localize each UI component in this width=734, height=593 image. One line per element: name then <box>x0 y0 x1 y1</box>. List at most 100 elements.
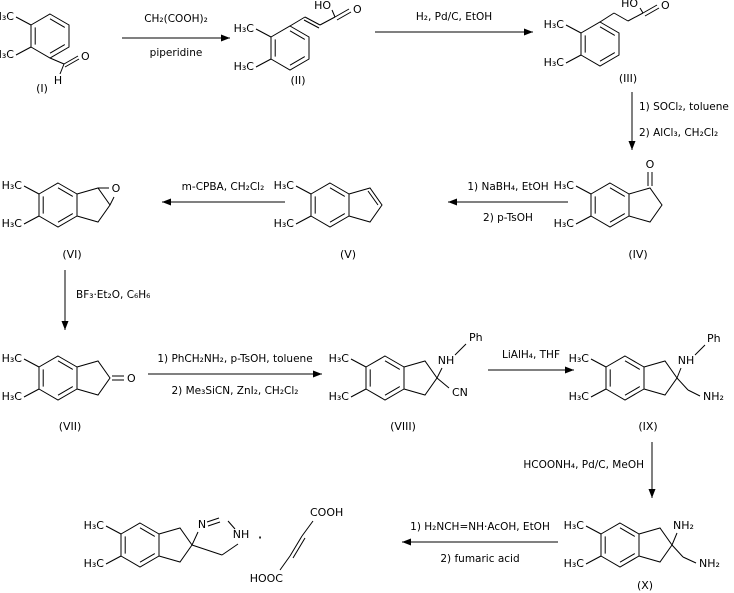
atom-label-methyl: H₃C <box>84 519 105 532</box>
structure-vi: H₃C H₃C O (VI) <box>2 179 121 261</box>
atom-label-methyl: H₃C <box>0 10 14 23</box>
atom-label-methyl: H₃C <box>2 390 23 403</box>
structure-ix: H₃C H₃C NH Ph NH₂ (IX) <box>569 332 724 433</box>
atom-label-methyl: H₃C <box>564 557 585 570</box>
atom-label-methyl: H₃C <box>274 179 295 192</box>
atom-label-methyl: H₃C <box>329 390 350 403</box>
benzene-ring <box>605 355 645 401</box>
atom-label-methyl: H₃C <box>564 519 585 532</box>
reagent-step8: LiAlH₄, THF <box>502 349 560 361</box>
benzene-ring <box>590 182 630 228</box>
structure-vii: H₃C H₃C O (VII) <box>2 352 136 433</box>
structure-x: H₃C H₃C NH₂ NH₂ (X) <box>564 519 720 592</box>
atom-label-methyl: H₃C <box>569 352 590 365</box>
structure-label-iii: (III) <box>619 72 637 85</box>
atom-label-methyl: H₃C <box>274 217 295 230</box>
atom-label-methyl: H₃C <box>544 56 565 69</box>
atom-label-oxygen: O <box>646 158 655 171</box>
atom-label-oxygen: O <box>112 182 121 195</box>
atom-label-methyl: H₃C <box>554 179 575 192</box>
methyl-bonds <box>23 185 40 225</box>
benzene-ring <box>38 355 78 401</box>
structure-label-x: (X) <box>637 579 653 592</box>
atom-label-hooc: HOOC <box>250 572 284 585</box>
cyclopentane-ring <box>403 360 438 396</box>
atom-label-methyl: H₃C <box>329 352 350 365</box>
arrow-iv-to-v: 1) NaBH₄, EtOH 2) p-TsOH <box>448 181 568 224</box>
arrow-iii-to-iv: 1) SOCl₂, toluene 2) AlCl₃, CH₂Cl₂ <box>628 92 729 150</box>
reagent-step1-bottom: piperidine <box>150 47 203 59</box>
atom-label-methyl: H₃C <box>2 217 23 230</box>
structure-v: H₃C H₃C (V) <box>274 179 383 261</box>
atom-label-amine-nh: NH <box>438 354 455 367</box>
structure-label-viii: (VIII) <box>390 420 416 433</box>
methyl-bonds <box>295 185 312 225</box>
atom-label-oxygen: O <box>81 50 90 63</box>
reagent-step10-line2: 2) fumaric acid <box>440 553 519 565</box>
structure-fumaric-acid: COOH HOOC <box>250 506 344 585</box>
structure-viii: H₃C H₃C NH Ph CN (VIII) <box>329 331 483 433</box>
atom-label-methyl: H₃C <box>2 352 23 365</box>
atom-label-oxygen: O <box>127 372 136 385</box>
arrow-vi-to-vii: BF₃·Et₂O, C₆H₆ <box>61 270 150 330</box>
structure-label-ii: (II) <box>290 74 305 87</box>
atom-label-hydroxyl: HO <box>621 0 638 10</box>
reagent-step7-line1: 1) PhCH₂NH₂, p-TsOH, toluene <box>157 353 312 365</box>
benzene-ring <box>600 522 640 568</box>
arrow-ii-to-iii: H₂, Pd/C, EtOH <box>375 11 533 36</box>
reagent-step6: BF₃·Et₂O, C₆H₆ <box>76 289 150 301</box>
atom-label-methyl: H₃C <box>569 390 590 403</box>
atom-label-cooh: COOH <box>310 506 343 519</box>
cyclopentene-ring <box>348 187 383 223</box>
structure-final-spiro-imidazoline: H₃C H₃C N NH <box>84 517 250 570</box>
atom-label-methyl: H₃C <box>2 179 23 192</box>
arrow-v-to-vi: m-CPBA, CH₂Cl₂ <box>162 181 285 206</box>
benzene-ring <box>30 13 70 59</box>
salt-dot-label: · <box>257 528 262 547</box>
structure-label-vi: (VI) <box>62 248 81 261</box>
benzene-ring <box>120 522 160 568</box>
atom-label-hydroxyl: HO <box>314 0 331 12</box>
methyl-bonds <box>255 28 272 68</box>
cyclopentane-ring <box>643 360 678 396</box>
cyclopentane-ring <box>76 187 111 223</box>
atom-label-ring-nh: NH <box>233 528 250 541</box>
arrow-viii-to-ix: LiAlH₄, THF <box>488 349 574 374</box>
atom-label-methyl: H₃C <box>234 22 255 35</box>
arrow-ix-to-x: HCOONH₄, Pd/C, MeOH <box>523 442 656 498</box>
atom-label-phenyl: Ph <box>707 332 721 345</box>
atom-label-imine-n: N <box>198 518 206 531</box>
arrow-vii-to-viii: 1) PhCH₂NH₂, p-TsOH, toluene 2) Me₃SiCN,… <box>148 353 322 397</box>
arrow-x-to-final: 1) H₂NCH=NH·AcOH, EtOH 2) fumaric acid <box>402 521 558 565</box>
benzene-ring <box>580 21 620 67</box>
atom-label-oxygen: O <box>661 0 670 12</box>
methyl-bonds <box>23 358 40 398</box>
reagent-step4-line1: 1) NaBH₄, EtOH <box>467 181 548 193</box>
atom-label-methyl: H₃C <box>544 18 565 31</box>
atom-label-methyl: H₃C <box>234 60 255 73</box>
atom-label-amine-nh2: NH₂ <box>703 390 724 403</box>
methyl-bonds <box>590 358 607 398</box>
structure-label-i: (I) <box>36 82 48 95</box>
benzene-ring <box>270 25 310 71</box>
benzene-ring <box>365 355 405 401</box>
methyl-bonds <box>585 525 602 565</box>
cyclopentane-ring <box>158 527 193 563</box>
structure-label-vii: (VII) <box>59 420 82 433</box>
atom-label-amine-nh: NH <box>678 354 695 367</box>
cyclopentane-ring <box>638 527 673 563</box>
atom-label-amine-nh2: NH₂ <box>699 557 720 570</box>
atom-label-methyl: H₃C <box>0 48 14 61</box>
benzene-ring <box>38 182 78 228</box>
structure-label-v: (V) <box>340 248 356 261</box>
atom-label-nitrile: CN <box>452 386 468 399</box>
arrow-i-to-ii: CH₂(COOH)₂ piperidine <box>122 13 230 59</box>
structure-iv: H₃C H₃C O (IV) <box>554 158 663 261</box>
reagent-step1-top: CH₂(COOH)₂ <box>144 13 208 25</box>
atom-label-methyl: H₃C <box>84 557 105 570</box>
structure-label-iv: (IV) <box>628 248 647 261</box>
atom-label-phenyl: Ph <box>469 331 483 344</box>
methyl-bonds <box>565 24 582 64</box>
atom-label-amine-nh2: NH₂ <box>673 519 694 532</box>
